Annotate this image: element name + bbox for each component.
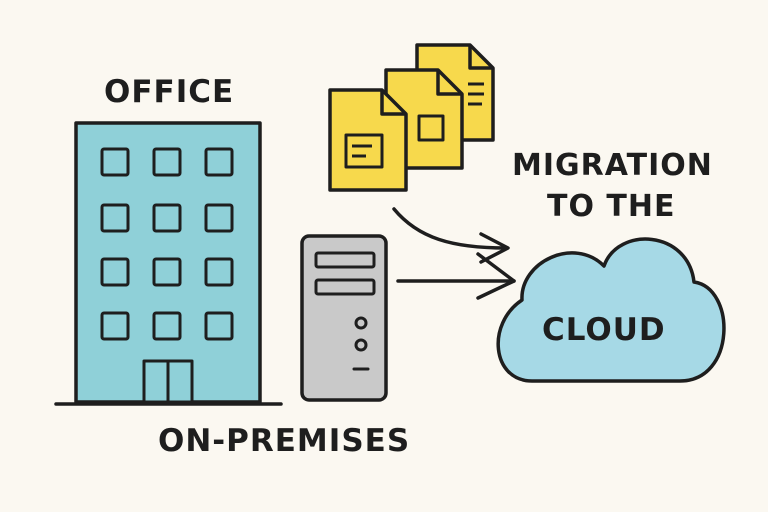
migration-label-line1: MIGRATION — [512, 148, 713, 183]
office-building-icon — [74, 121, 262, 404]
server-icon — [300, 234, 388, 402]
cloud-label: CLOUD — [542, 312, 666, 348]
arrow-documents-to-cloud-icon — [392, 207, 510, 264]
arrow-server-to-cloud-icon — [396, 252, 516, 300]
cloud-icon — [496, 237, 726, 383]
building-windows — [100, 147, 234, 341]
on-premises-label: ON-PREMISES — [158, 423, 411, 459]
migration-label-line2: TO THE — [547, 189, 676, 224]
building-door-icon — [142, 359, 194, 404]
documents-stack-icon — [328, 43, 495, 192]
office-label: OFFICE — [104, 74, 235, 110]
document-front-icon — [328, 88, 408, 192]
